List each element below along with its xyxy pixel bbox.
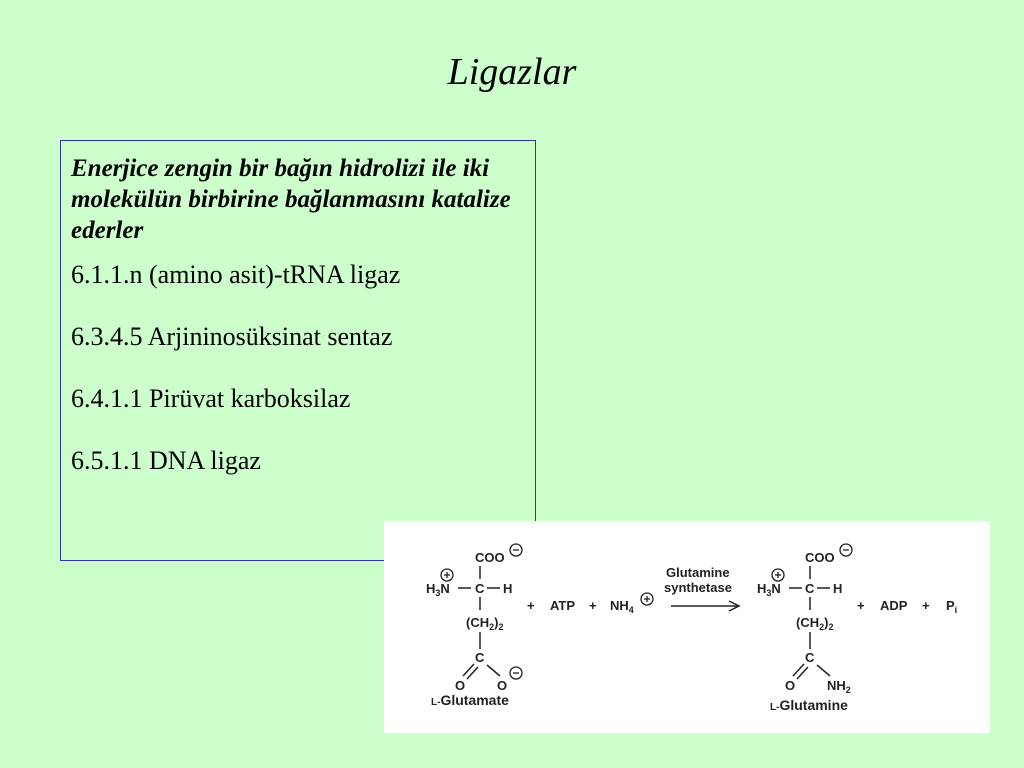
glutamate-h: H [503, 581, 512, 596]
glutamine-alpha-c: C [805, 581, 815, 596]
phosphate-label: Pi [946, 598, 957, 615]
glutamine-nh2: NH2 [827, 678, 851, 695]
plus-sign-1: + [527, 598, 535, 613]
adp-label: ADP [880, 598, 908, 613]
plus-sign-3: + [857, 598, 865, 613]
glutamine-h: H [833, 581, 842, 596]
ammonium-plus-charge [640, 592, 654, 606]
glutamine-synthetase-reaction: COO H3N C H (CH2)2 C O O [384, 521, 990, 733]
glutamate-carbonyl-o: O [455, 678, 465, 693]
glutamine-h3n: H3N [757, 581, 781, 598]
ammonium-label: NH4 [610, 598, 634, 615]
glutamine-n-plus-charge [771, 568, 785, 582]
glutamate-o-minus-charge [509, 666, 523, 680]
glutamate-h3n: H3N [426, 581, 450, 598]
glutamate-carboxyl-c: C [475, 650, 485, 665]
plus-sign-2: + [589, 598, 597, 613]
glutamine-coo: COO [805, 550, 835, 565]
reaction-diagram: COO H3N C H (CH2)2 C O O [426, 543, 957, 713]
glutamate-n-plus-charge [440, 568, 454, 582]
ligase-item-1: 6.1.1.n (amino asit)-tRNA ligaz [71, 260, 401, 289]
glutamine-label: L-Glutamine [770, 697, 848, 713]
enzyme-name-line2: synthetase [664, 580, 732, 595]
ligase-item-3: 6.4.1.1 Pirüvat karboksilaz [71, 384, 351, 413]
slide-title: Ligazlar [447, 51, 577, 93]
reaction-arrow [671, 600, 741, 612]
glutamate-ch2: (CH2)2 [466, 615, 503, 632]
definition-text: Enerjice zengin bir bağın hidrolizi ile … [71, 155, 511, 244]
glutamate-coo: COO [475, 550, 505, 565]
plus-sign-4: + [922, 598, 930, 613]
glutamine-ch2: (CH2)2 [796, 615, 833, 632]
ligase-item-4: 6.5.1.1 DNA ligaz [71, 446, 261, 475]
glutamate-alpha-c: C [475, 581, 485, 596]
definition-box: Enerjice zengin bir bağın hidrolizi ile … [60, 140, 536, 561]
glutamine-carbonyl-o: O [785, 678, 795, 693]
atp-label: ATP [550, 598, 575, 613]
enzyme-name-line1: Glutamine [666, 565, 730, 580]
glutamate-coo-minus-charge [509, 543, 523, 557]
glutamine-coo-minus-charge [839, 543, 853, 557]
glutamine-amide-c: C [805, 650, 815, 665]
glutamate-label: L-Glutamate [431, 692, 509, 708]
glutamate-carboxylate-o: O [497, 678, 507, 693]
ligase-item-2: 6.3.4.5 Arjininosüksinat sentaz [71, 322, 393, 351]
